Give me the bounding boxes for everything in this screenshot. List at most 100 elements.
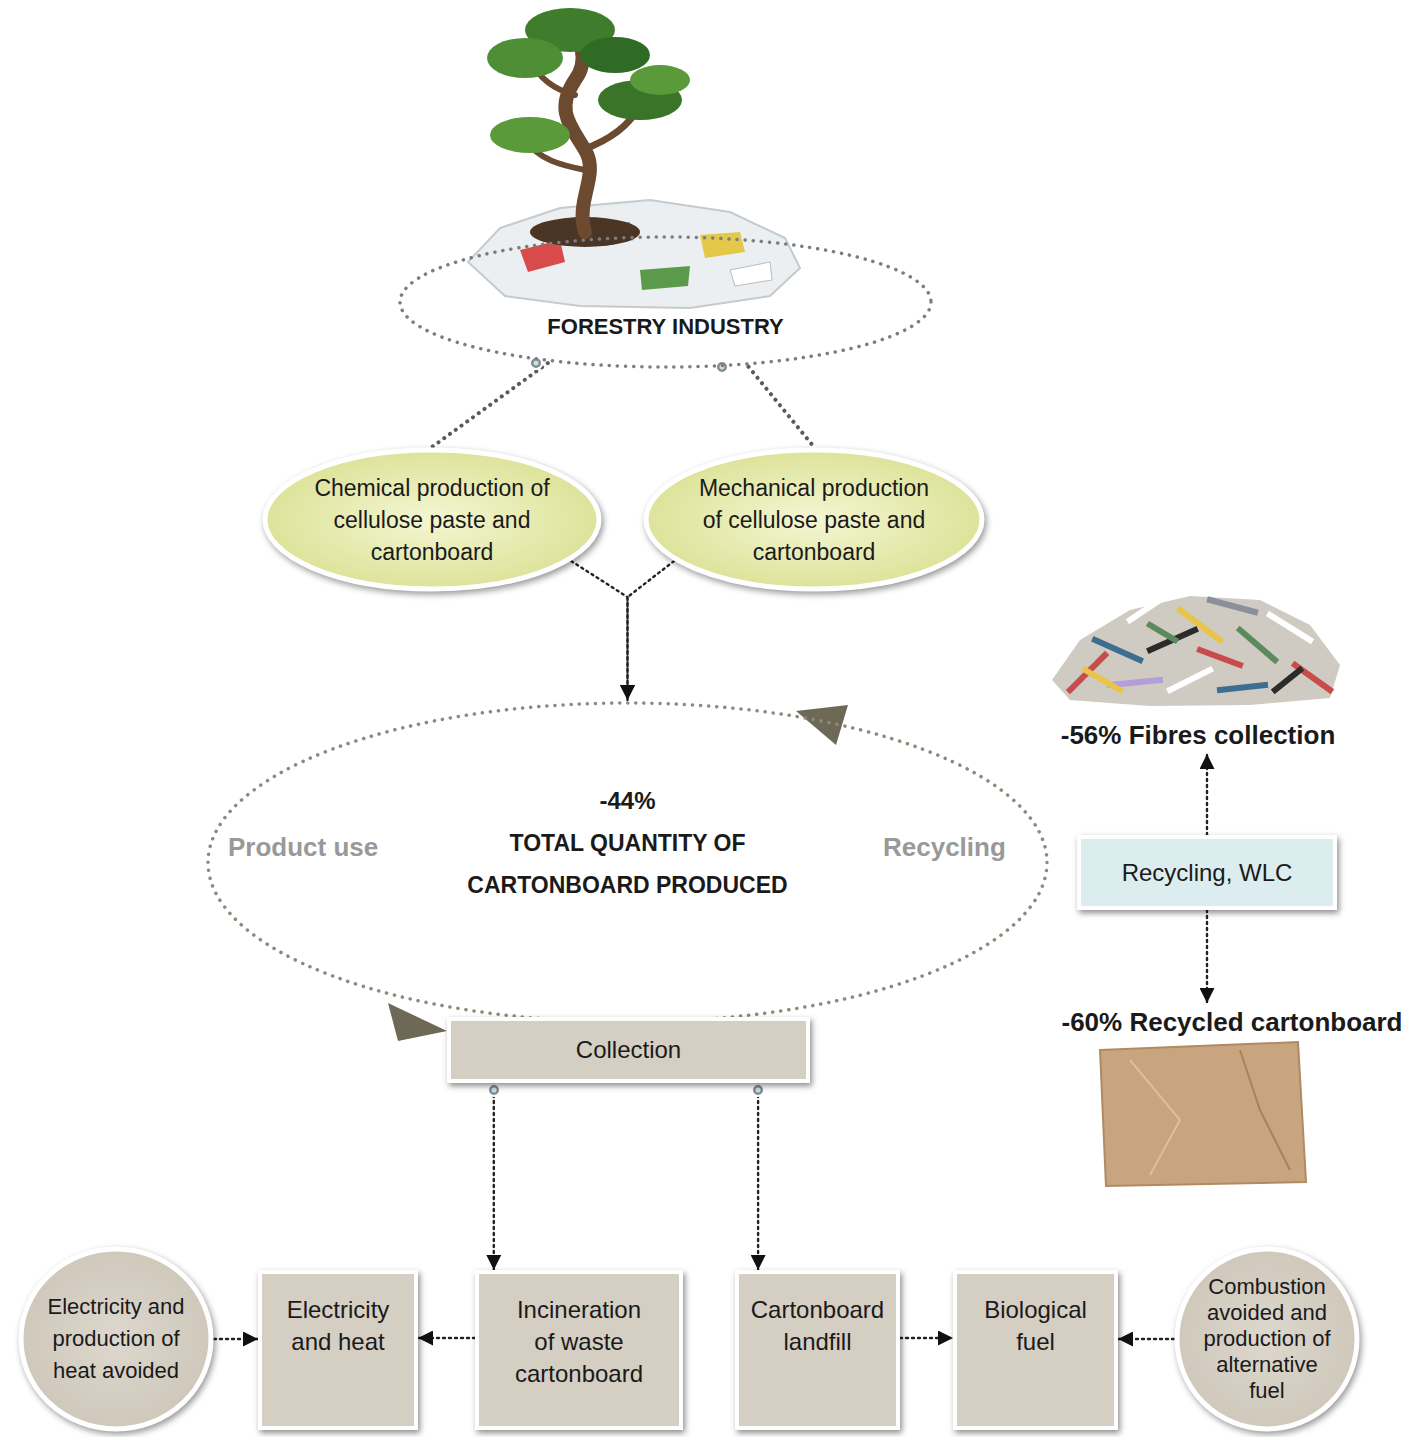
process-box: Collection [447, 1017, 810, 1083]
outline-ellipse [208, 703, 1047, 1022]
node-text: Mechanical production of cellulose paste… [694, 472, 934, 568]
paper-strip [1210, 600, 1255, 612]
cycle-label: Product use [228, 831, 378, 863]
node-text: Incineration of waste cartonboard [509, 1294, 649, 1390]
paper-strip [1170, 670, 1210, 690]
node-text: -56% Fibres collection [1061, 718, 1336, 752]
paper-scrap [640, 266, 690, 290]
text-group: Biological fuel [966, 1294, 1106, 1358]
cardboard-crease [1240, 1050, 1290, 1170]
node-text: Combustion avoided and production of alt… [1200, 1274, 1335, 1404]
foliage [580, 37, 650, 73]
text-group: Collection [464, 1035, 794, 1065]
foliage [487, 38, 563, 78]
cycle-arrowhead [796, 705, 848, 745]
joint-bead-core [756, 1088, 761, 1093]
connector [571, 561, 627, 700]
outline-ellipse [400, 237, 931, 367]
node-text: Electricity and heat [268, 1294, 408, 1358]
process-ellipse: Chemical production of cellulose paste a… [262, 447, 602, 592]
text-group: Electricity and heat [268, 1294, 408, 1358]
node-outline [397, 234, 934, 370]
node-text: -44% [428, 780, 828, 822]
node-text: TOTAL QUANTITY OF CARTONBOARD PRODUCED [428, 822, 828, 906]
paper-heap [1052, 596, 1340, 706]
cardboard-illustration [1100, 1042, 1306, 1186]
output-box: Electricity and heat [258, 1270, 418, 1430]
text-group: -44%TOTAL QUANTITY OF CARTONBOARD PRODUC… [428, 780, 828, 906]
connector [900, 1337, 953, 1339]
node-text: Recycling, WLC [1092, 858, 1322, 888]
node-text: Biological fuel [966, 1294, 1106, 1358]
connector [1206, 754, 1208, 835]
avoided-circle: Electricity and production of heat avoid… [18, 1246, 214, 1432]
node-text: Chemical production of cellulose paste a… [312, 472, 552, 568]
text-group: Mechanical production of cellulose paste… [694, 472, 934, 568]
node-text: FORESTRY INDUSTRY [446, 314, 886, 340]
connector [749, 367, 815, 447]
result-heading: -60% Recycled cartonboard [1055, 1003, 1409, 1041]
cycle-label: Recycling [883, 831, 1006, 863]
output-box: Biological fuel [953, 1270, 1118, 1430]
connector [493, 1083, 495, 1270]
cycle-arrowhead [388, 1003, 447, 1041]
connector [214, 1338, 258, 1340]
paper-strip [1110, 680, 1160, 685]
cardboard-crease [1130, 1060, 1180, 1175]
paper-strip [1200, 650, 1240, 665]
paper-strip [1095, 640, 1140, 660]
connector [418, 1337, 475, 1339]
text-group: FORESTRY INDUSTRY [446, 314, 886, 340]
node-text: Collection [464, 1035, 794, 1065]
cycle-ellipse: -44%TOTAL QUANTITY OF CARTONBOARD PRODUC… [205, 700, 1050, 1025]
process-box: Cartonboard landfill [735, 1270, 900, 1430]
foliage [630, 65, 690, 95]
paper-strip [1240, 630, 1275, 660]
joint-bead-core [534, 361, 539, 366]
paper-scrap [700, 232, 745, 258]
connector [757, 1083, 759, 1270]
text-group: Incineration of waste cartonboard [509, 1294, 649, 1390]
node-text: Electricity and production of heat avoid… [36, 1291, 196, 1387]
process-ellipse: Mechanical production of cellulose paste… [643, 447, 985, 592]
paper-strip [1275, 670, 1300, 690]
paper-pile [468, 200, 800, 308]
joint-bead [488, 1084, 500, 1096]
connector [1118, 1338, 1174, 1340]
tree-illustration [468, 8, 800, 308]
paper-strip [1085, 670, 1120, 690]
connector [1206, 910, 1208, 1003]
paper-strip [1270, 615, 1310, 640]
cardboard-sheet [1100, 1042, 1306, 1186]
paper-strip [1180, 610, 1220, 640]
result-heading: -56% Fibres collection [1055, 716, 1342, 754]
connector [432, 363, 548, 447]
connector [628, 561, 674, 700]
process-box: Recycling, WLC [1077, 835, 1337, 910]
process-box: Incineration of waste cartonboard [475, 1270, 683, 1430]
text-group: Recycling, WLC [1092, 858, 1322, 888]
text-group: Chemical production of cellulose paste a… [312, 472, 552, 568]
outline-ellipse [646, 450, 982, 589]
text-group: -60% Recycled cartonboard [1061, 1005, 1402, 1039]
industry-ellipse: FORESTRY INDUSTRY [397, 234, 934, 370]
text-group: Combustion avoided and production of alt… [1200, 1274, 1335, 1404]
cycle-arrowheads [388, 705, 848, 1041]
shredded-paper [1052, 596, 1340, 706]
avoided-circle: Combustion avoided and production of alt… [1174, 1246, 1360, 1432]
foliage [490, 117, 570, 153]
node-text: -60% Recycled cartonboard [1061, 1005, 1402, 1039]
text-group: -56% Fibres collection [1061, 718, 1336, 752]
paper-strip [1150, 625, 1175, 640]
outline-ellipse [1177, 1249, 1357, 1429]
joint-bead [752, 1084, 764, 1096]
outline-ellipse [21, 1249, 211, 1429]
joint-bead-core [492, 1088, 497, 1093]
outline-ellipse [265, 450, 599, 589]
paper-strip [1130, 600, 1160, 620]
